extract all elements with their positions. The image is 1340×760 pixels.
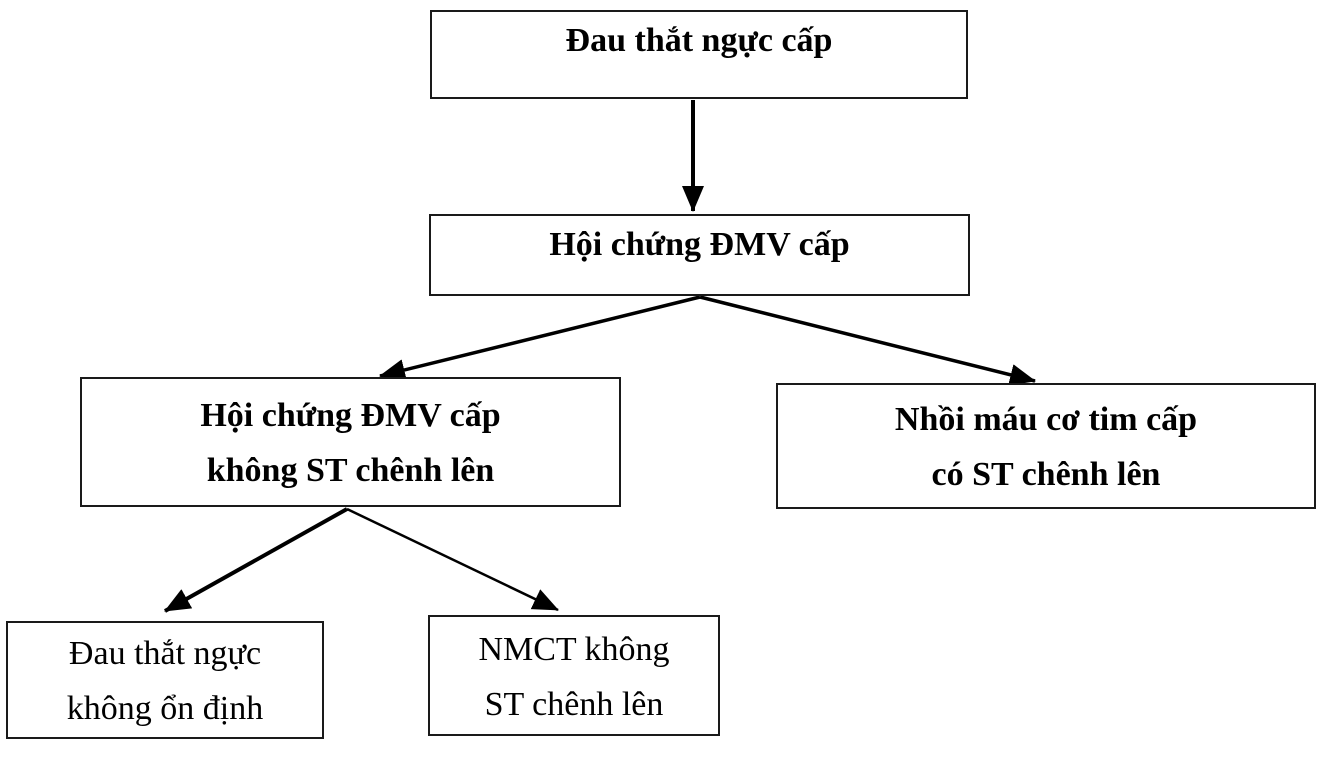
node-unstable-angina-label-line1: Đau thắt ngực — [68, 635, 262, 672]
node-nste-acs-label-line1: Hội chứng ĐMV cấp — [200, 397, 501, 434]
arrow-nste-acs-to-nstemi — [346, 507, 559, 612]
node-acute-chest-pain: Đau thắt ngực cấp — [430, 10, 968, 99]
arrow-nste-acs-to-unstable-angina — [164, 507, 348, 613]
node-unstable-angina-label-line2: không ổn định — [66, 690, 264, 727]
arrow-acs-to-nste-acs — [379, 295, 701, 381]
arrow-acs-to-ste-mi — [699, 295, 1036, 386]
node-ste-mi-label-line2: có ST chênh lên — [931, 456, 1161, 493]
node-nstemi-label-line2: ST chênh lên — [484, 685, 664, 723]
node-acute-coronary-syndrome-label: Hội chứng ĐMV cấp — [549, 226, 850, 263]
node-nste-acs: Hội chứng ĐMV cấp không ST chênh lên — [80, 377, 621, 507]
node-nstemi: NMCT không ST chênh lên — [428, 615, 720, 736]
node-unstable-angina: Đau thắt ngực không ổn định — [6, 621, 324, 739]
node-ste-mi: Nhồi máu cơ tim cấp có ST chênh lên — [776, 383, 1316, 509]
node-nste-acs-label-line2: không ST chênh lên — [206, 452, 495, 489]
node-nstemi-label-line1: NMCT không — [478, 630, 670, 668]
node-acute-chest-pain-label: Đau thắt ngực cấp — [565, 22, 833, 59]
node-acute-coronary-syndrome: Hội chứng ĐMV cấp — [429, 214, 970, 296]
node-ste-mi-label-line1: Nhồi máu cơ tim cấp — [894, 401, 1198, 438]
